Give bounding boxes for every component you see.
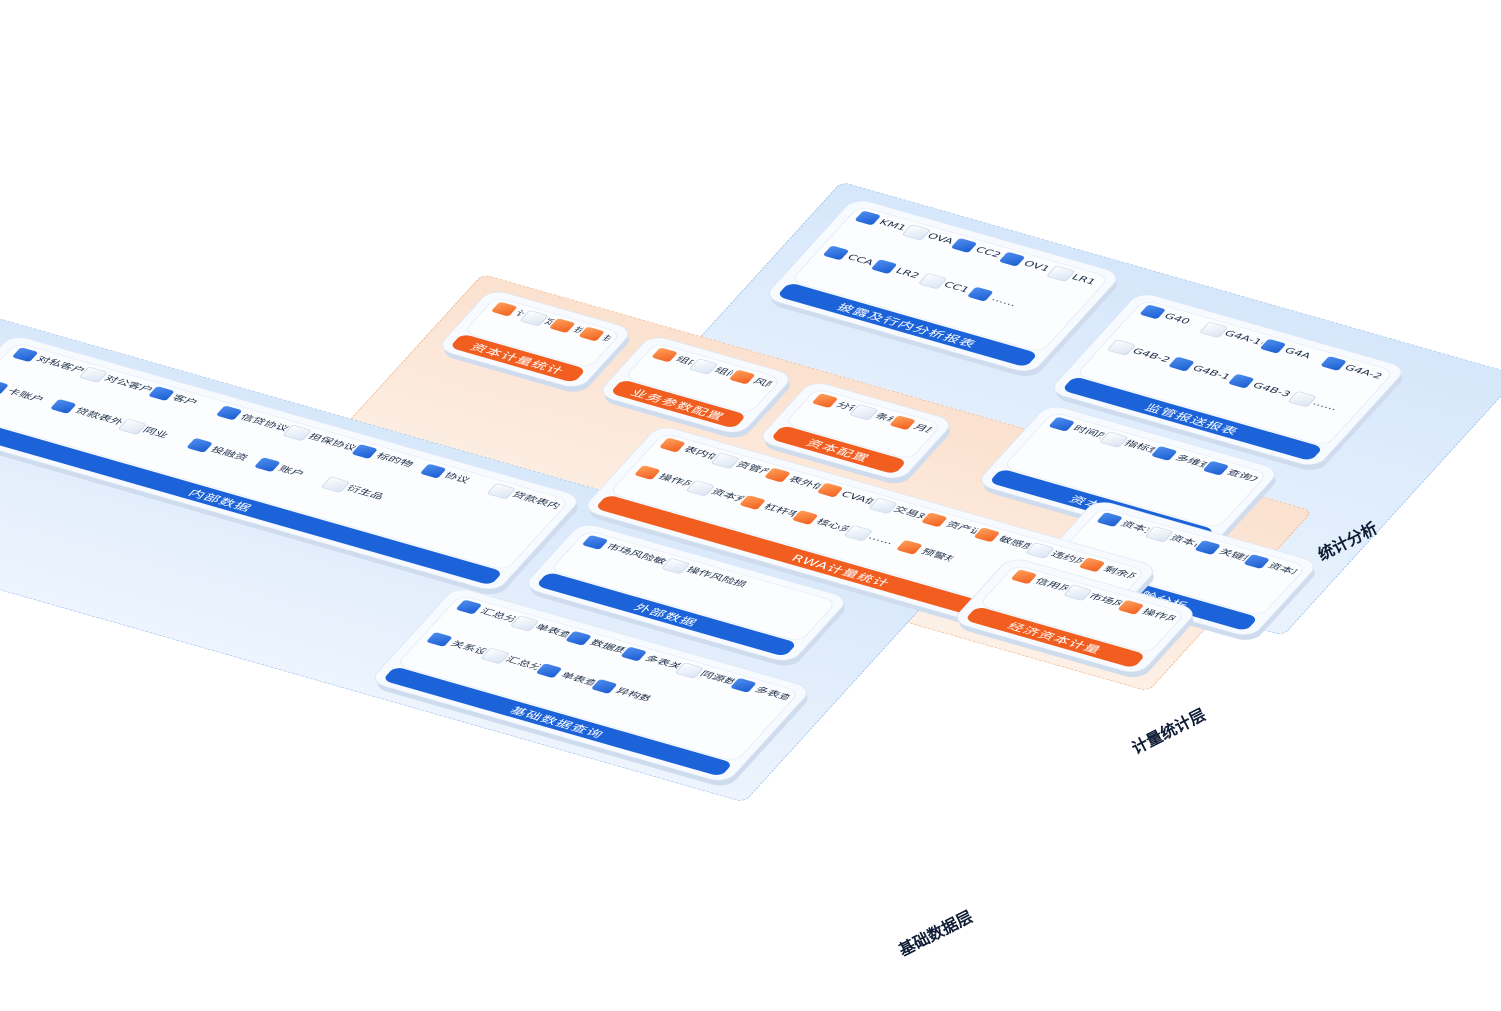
layer-label-base: 基础数据层 — [895, 906, 976, 960]
layer-label-calc: 计量统计层 — [1128, 704, 1209, 758]
